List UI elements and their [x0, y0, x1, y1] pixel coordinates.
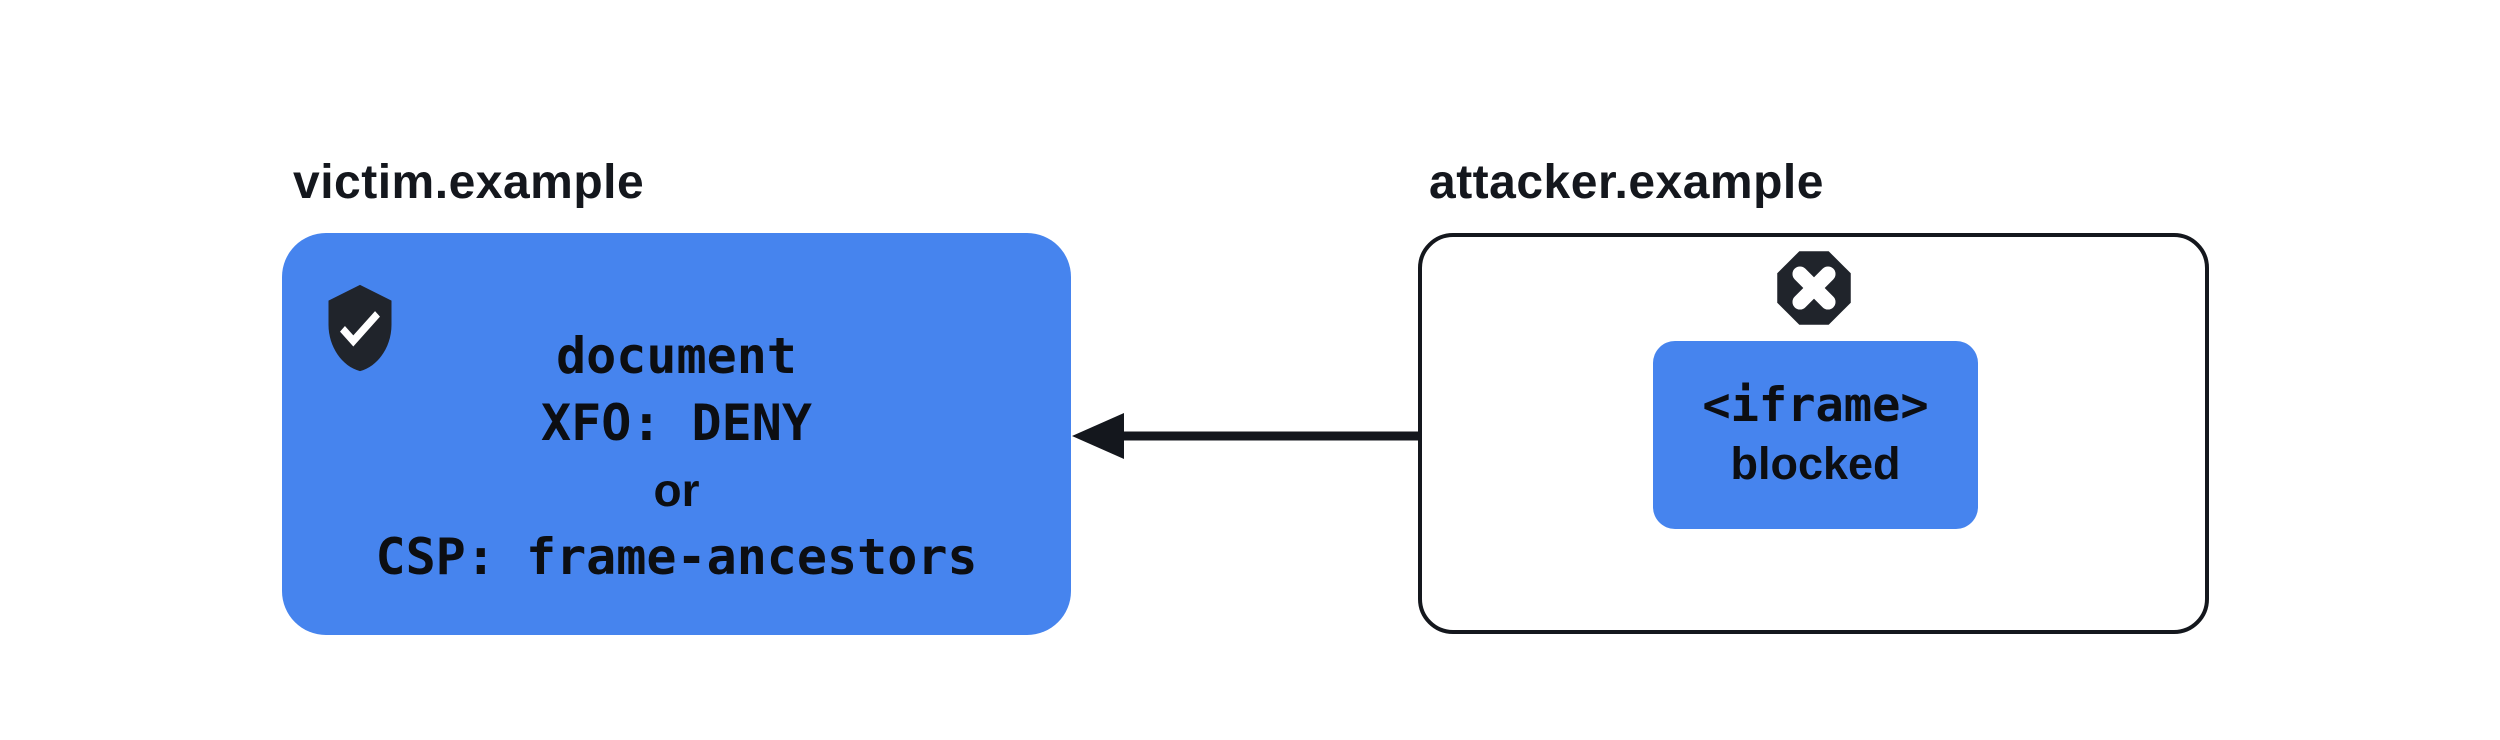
- victim-text-line: or: [653, 464, 700, 516]
- victim-protection-text: document XFO: DENY or CSP: frame-ancesto…: [282, 323, 1071, 591]
- victim-text-line: CSP: frame-ancestors: [375, 528, 978, 586]
- iframe-blocked-text: blocked: [1730, 438, 1901, 489]
- victim-document-box: document XFO: DENY or CSP: frame-ancesto…: [282, 233, 1071, 635]
- shield-check-icon: [328, 284, 392, 372]
- blocked-x-octagon-icon: [1777, 251, 1851, 325]
- victim-text-line: document: [556, 327, 797, 385]
- victim-text-line: XFO: DENY: [541, 394, 812, 452]
- victim-domain-label: victim.example: [293, 156, 645, 209]
- iframe-tag-text: <iframe>: [1702, 378, 1929, 433]
- attacker-domain-label: attacker.example: [1429, 156, 1824, 209]
- blocked-iframe-box: <iframe> blocked: [1653, 341, 1978, 529]
